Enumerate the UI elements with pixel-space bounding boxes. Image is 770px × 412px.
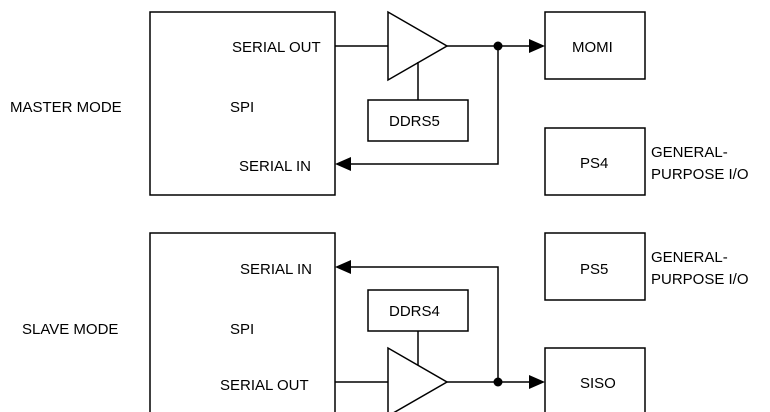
slave-gp-pin-label: PS5 (580, 261, 608, 278)
slave-gp-text-line2: PURPOSE I/O (651, 271, 749, 288)
master-gp-text-line2: PURPOSE I/O (651, 166, 749, 183)
slave-gp-pin-box (544, 232, 646, 301)
master-output-pin-box (544, 11, 646, 80)
master-ddr-label: DDRS5 (389, 113, 440, 130)
slave-spi-block (149, 232, 336, 412)
slave-serial-in-label: SERIAL IN (240, 261, 312, 278)
master-serial-in-arrow (335, 157, 351, 171)
slave-serial-in-arrow (335, 260, 351, 274)
master-spi-label: SPI (230, 99, 254, 116)
slave-mode-label: SLAVE MODE (22, 321, 118, 338)
slave-output-buffer (387, 346, 449, 412)
master-mode-label: MASTER MODE (10, 99, 122, 116)
master-gp-pin-label: PS4 (580, 155, 608, 172)
slave-serial-out-label: SERIAL OUT (220, 377, 309, 394)
slave-output-arrow (529, 375, 545, 389)
slave-output-pin-label: SISO (580, 375, 616, 392)
master-loopback-wire (350, 46, 499, 165)
master-output-arrow (529, 39, 545, 53)
slave-output-pin-box (544, 347, 646, 412)
slave-gp-text-line1: GENERAL- (651, 249, 728, 266)
master-output-pin-label: MOMI (572, 39, 613, 56)
slave-loopback-wire (350, 266, 499, 382)
master-mode-section: MASTER MODE SERIAL OUT SPI SERIAL IN DDR… (10, 10, 749, 196)
master-serial-out-label: SERIAL OUT (232, 39, 321, 56)
master-gp-pin-box (544, 127, 646, 196)
master-gp-text-line1: GENERAL- (651, 144, 728, 161)
master-spi-block (149, 11, 336, 196)
slave-ddr-box (367, 289, 469, 332)
slave-ddr-label: DDRS4 (389, 303, 440, 320)
slave-junction-dot (493, 377, 503, 387)
slave-spi-label: SPI (230, 321, 254, 338)
master-ddr-box (367, 99, 469, 142)
master-serial-in-label: SERIAL IN (239, 158, 311, 175)
slave-mode-section: SLAVE MODE SERIAL IN SPI SERIAL OUT DDRS… (22, 232, 749, 412)
